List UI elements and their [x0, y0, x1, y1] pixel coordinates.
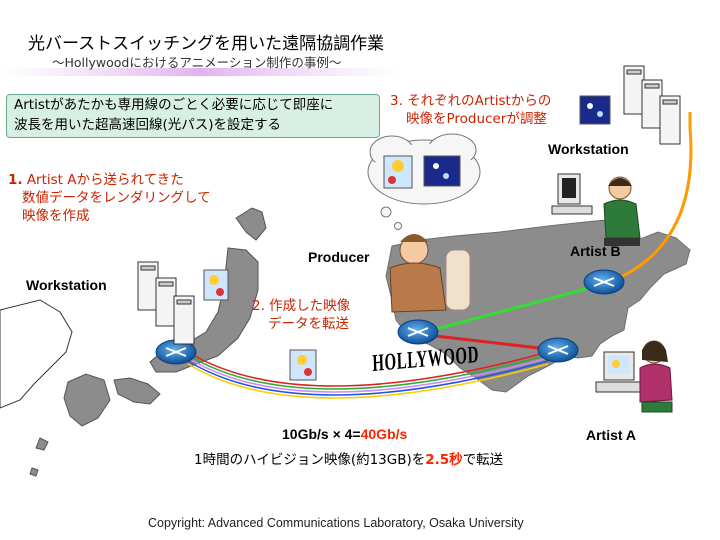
router-artist-b	[583, 269, 625, 295]
transfer-suffix: で転送	[462, 452, 504, 468]
label-artist-a: Artist A	[586, 427, 637, 443]
rendered-image-japan	[203, 269, 229, 301]
copyright-notice: Copyright: Advanced Communications Labor…	[148, 516, 524, 530]
subtitle-underline	[0, 68, 400, 76]
step-3-line-1: 3. それぞれのArtistからの	[390, 93, 552, 109]
step-2-line-2: データを転送	[268, 316, 349, 332]
label-workstation-japan: Workstation	[26, 277, 107, 293]
undersea-optical-link	[187, 351, 549, 399]
green-optical-path	[417, 282, 605, 336]
step-1-line-1: 1. Artist Aから送られてきた	[8, 172, 184, 188]
step-1-text: Artist Aから送られてきた	[22, 172, 184, 188]
bandwidth-prefix: 10Gb/s × 4=	[282, 426, 361, 442]
transfer-prefix: 1時間のハイビジョン映像(約13GB)を	[194, 452, 426, 468]
artist-a-figure	[595, 340, 673, 413]
rendered-image-artist-b-screen	[579, 95, 611, 125]
page-subtitle: ～Hollywoodにおけるアニメーション制作の事例～	[52, 55, 342, 70]
step-1-number: 1.	[8, 172, 23, 188]
transfer-text: 1時間のハイビジョン映像(約13GB)を2.5秒で転送	[194, 452, 504, 468]
japan-map	[29, 207, 267, 477]
router-artist-a	[537, 337, 579, 363]
page-title: 光バーストスイッチングを用いた遠隔協調作業	[28, 34, 385, 54]
bandwidth-text: 10Gb/s × 4=40Gb/s	[282, 427, 407, 441]
red-optical-path	[417, 332, 557, 352]
step-2-line-1: 2. 作成した映像	[252, 298, 351, 314]
artist-b-figure	[551, 173, 641, 246]
workstation-servers-japan	[137, 261, 195, 345]
step-1-line-2: 数値データをレンダリングして	[22, 190, 211, 206]
step-3-line-2: 映像をProducerが調整	[406, 111, 547, 127]
label-artist-b: Artist B	[570, 243, 621, 259]
label-producer: Producer	[308, 249, 370, 265]
orange-optical-path	[603, 112, 693, 286]
producer-thought-cloud	[367, 133, 481, 230]
info-box	[6, 94, 380, 138]
producer-figure	[389, 234, 471, 313]
label-workstation-us: Workstation	[548, 141, 629, 157]
rendered-image-transfer	[289, 349, 317, 381]
bandwidth-total: 40Gb/s	[360, 426, 408, 442]
info-line-1: Artistがあたかも専用線のごとく必要に応じて即座に	[14, 97, 334, 113]
mainland-map	[0, 299, 73, 409]
info-line-2: 波長を用いた超高速回線(光パス)を設定する	[14, 117, 282, 133]
transfer-time: 2.5秒	[425, 452, 463, 468]
router-producer	[397, 319, 439, 345]
workstation-servers-us	[623, 65, 681, 145]
step-1-line-3: 映像を作成	[22, 208, 90, 224]
